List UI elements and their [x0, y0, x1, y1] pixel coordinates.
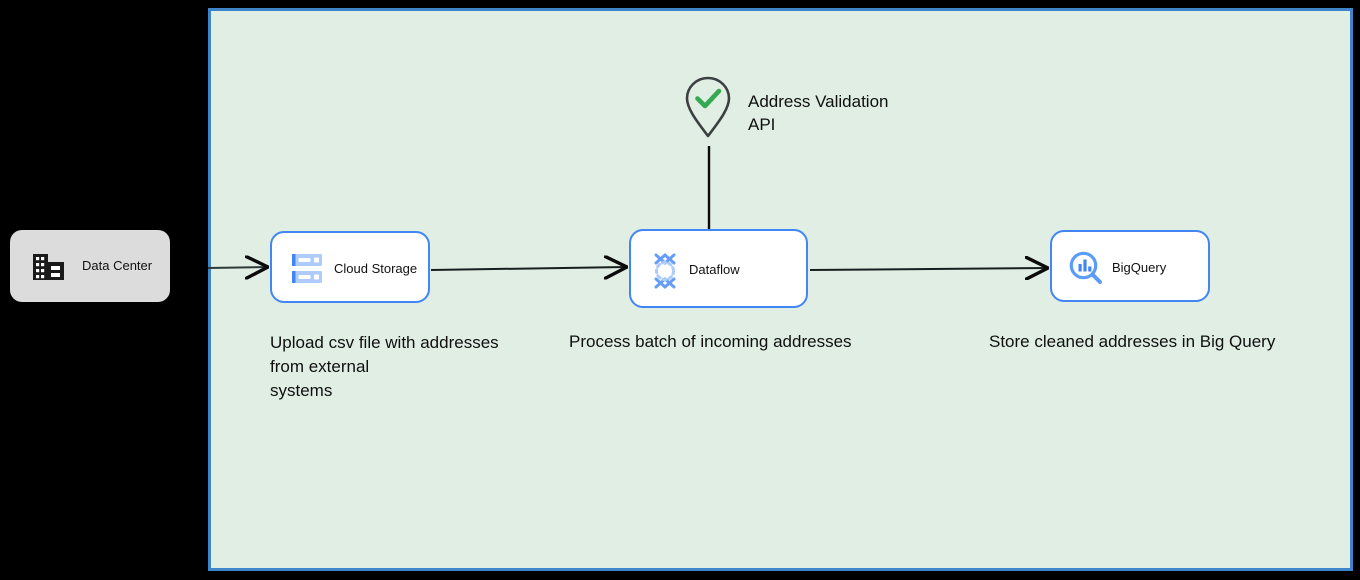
dataflow-icon [648, 252, 682, 295]
map-pin-check-icon[interactable] [684, 76, 732, 138]
node-bigquery-label: BigQuery [1112, 260, 1167, 275]
node-cloud-storage[interactable]: Cloud Storage [270, 231, 430, 303]
address-validation-api-label: Address Validation API [748, 92, 889, 134]
caption-upload-csv: Upload csv file with addresses from exte… [270, 333, 499, 400]
node-dataflow[interactable]: Dataflow [629, 229, 808, 308]
bigquery-icon [1068, 250, 1104, 291]
node-cloud-storage-label: Cloud Storage [334, 261, 418, 276]
node-bigquery[interactable]: BigQuery [1050, 230, 1210, 302]
cloud-storage-icon [290, 251, 324, 292]
caption-process-batch: Process batch of incoming addresses [569, 332, 852, 351]
node-data-center[interactable]: Data Center [10, 230, 170, 302]
building-icon [32, 250, 66, 287]
node-data-center-label: Data Center [82, 258, 153, 273]
node-dataflow-label: Dataflow [689, 262, 740, 277]
caption-store-addresses: Store cleaned addresses in Big Query [989, 332, 1276, 351]
